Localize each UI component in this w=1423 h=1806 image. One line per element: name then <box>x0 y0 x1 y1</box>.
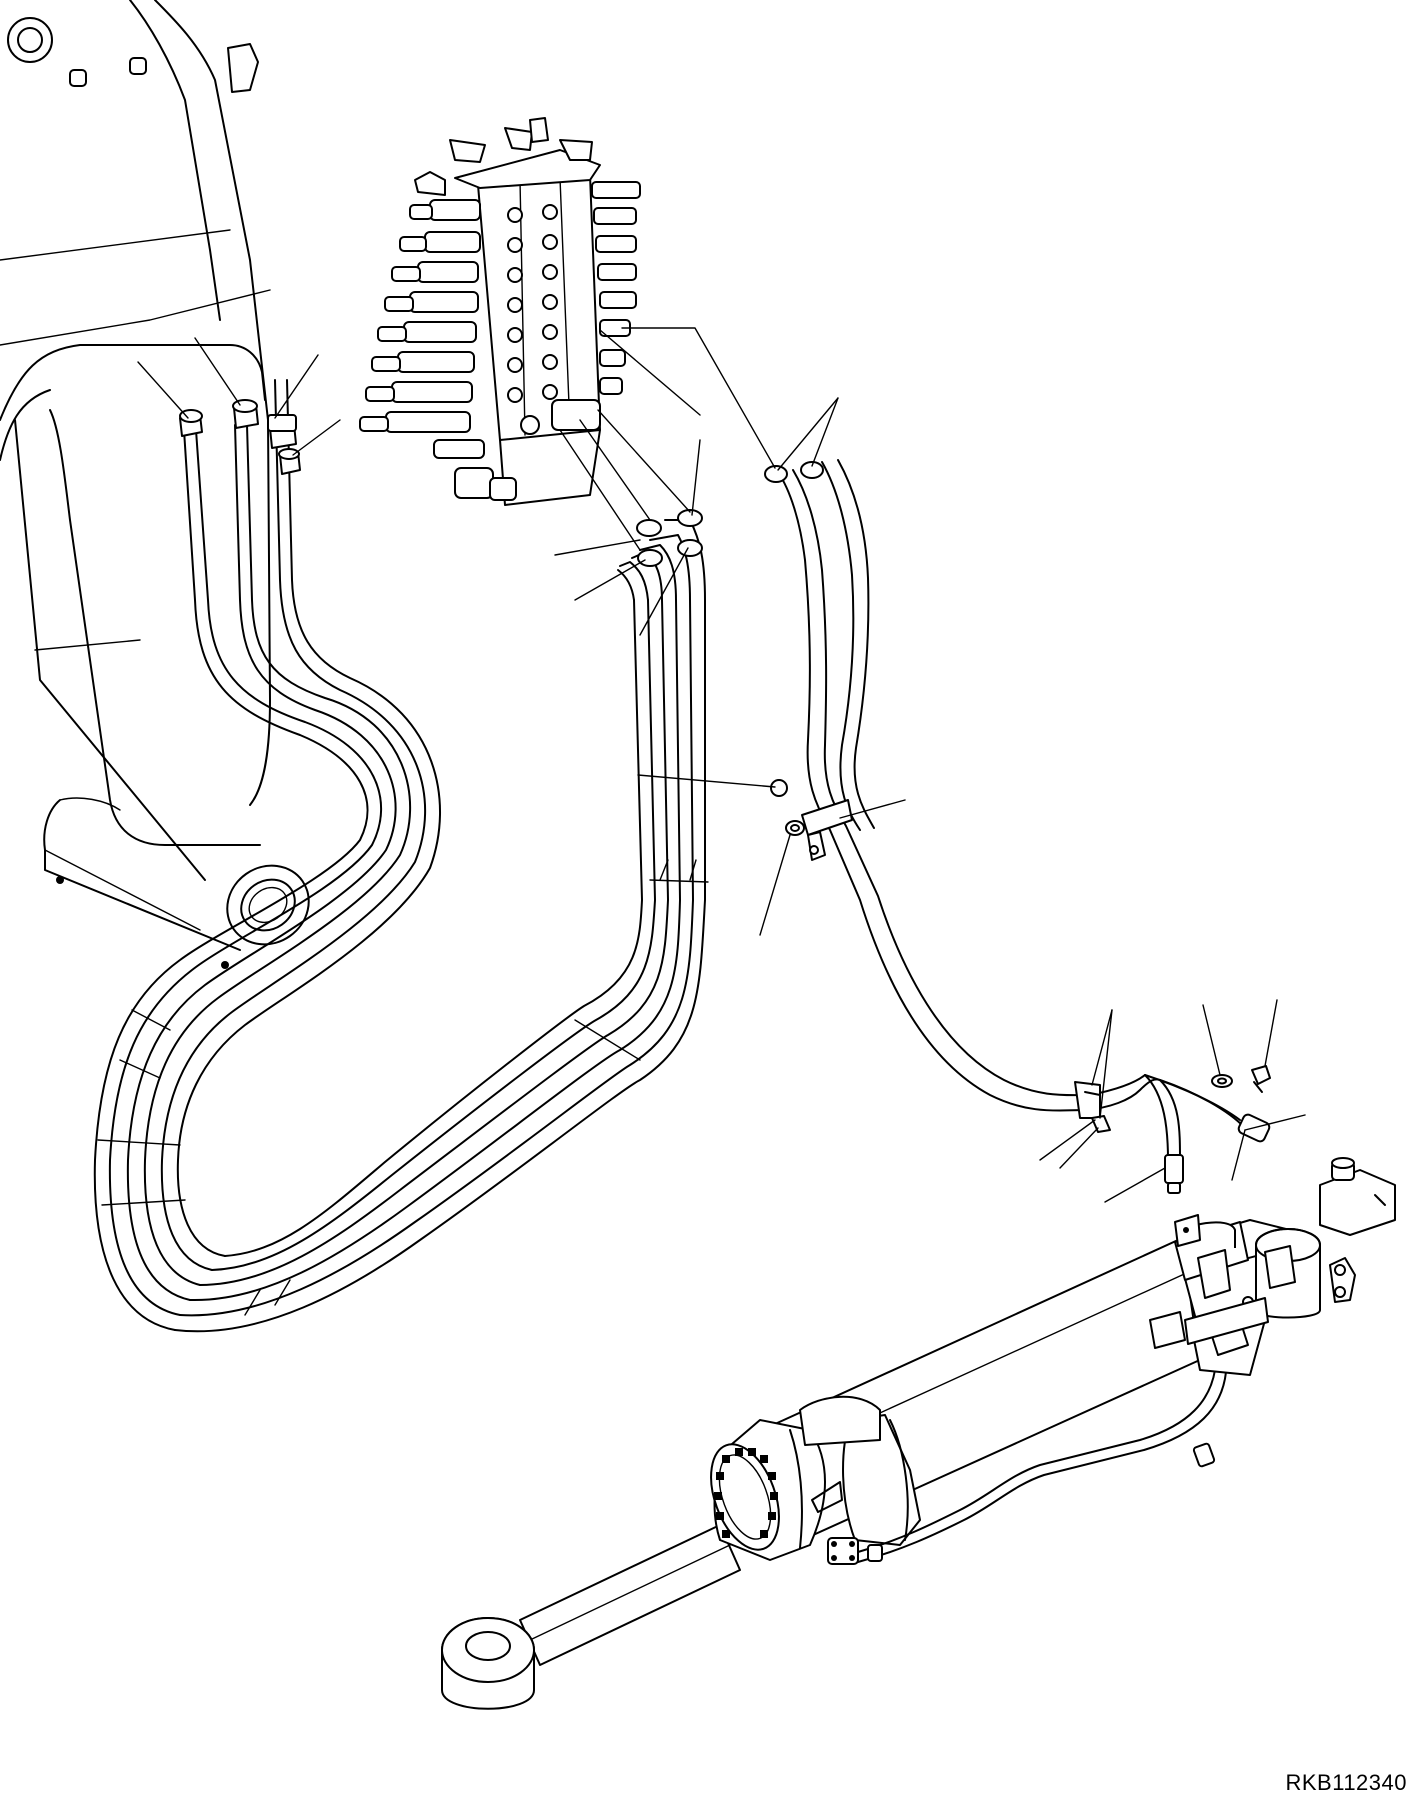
hose-fittings <box>179 399 1271 1093</box>
hydraulic-cylinder <box>441 1157 1396 1710</box>
hose-clamp-lower <box>1074 1081 1101 1119</box>
control-valve-block <box>359 117 641 506</box>
valve-ports <box>507 204 558 435</box>
boom-hose-group <box>93 379 709 1333</box>
hose-clamp <box>801 799 853 836</box>
bolt-part <box>1251 1065 1271 1085</box>
boom-bracket <box>227 43 259 93</box>
drawing-code-label: RKB112340 <box>1285 1770 1407 1795</box>
boom-structure <box>0 0 310 969</box>
leader-lines <box>137 337 1306 1203</box>
boom-bolt <box>129 57 147 75</box>
cylinder-hose-group <box>777 459 1271 1194</box>
valve-left-spools <box>359 199 517 501</box>
valve-connection-lines <box>559 327 776 551</box>
boom-pin-boss <box>7 17 53 63</box>
washer-part <box>1211 1074 1233 1088</box>
boom-bolt <box>69 69 87 87</box>
bolt-part <box>770 779 788 797</box>
valve-right-spools <box>551 181 641 431</box>
washer-part <box>785 820 805 836</box>
